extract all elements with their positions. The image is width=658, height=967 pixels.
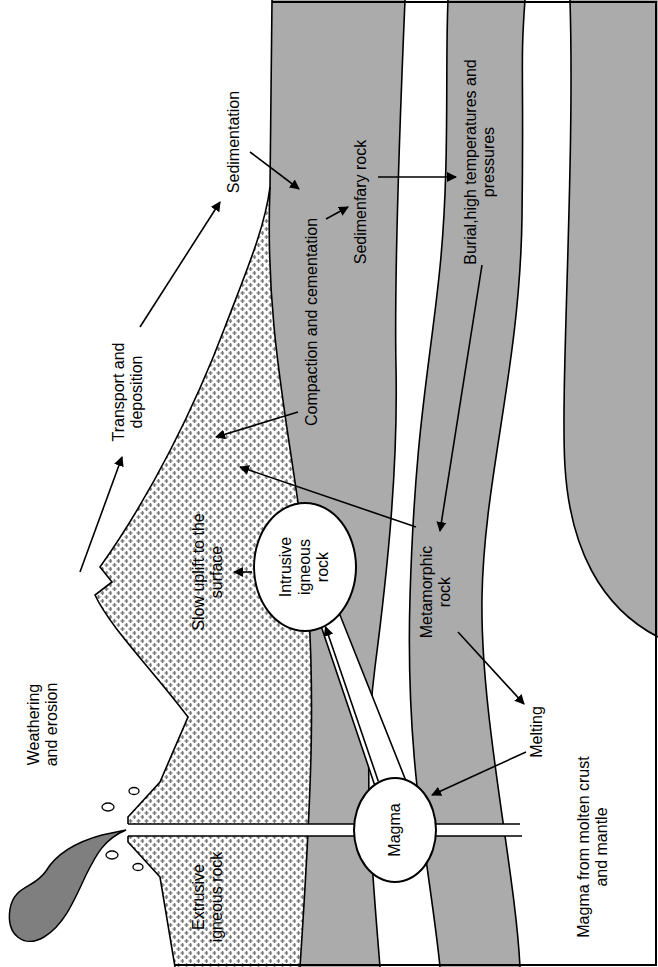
node-text: Magma bbox=[386, 795, 404, 865]
process-label: Weathering and erosion bbox=[25, 672, 62, 777]
rock-band bbox=[482, 0, 658, 967]
magma-chamber: Magma bbox=[353, 777, 437, 883]
process-label: Metamorphic rock bbox=[418, 537, 455, 647]
process-label: Burial,high temperatures and pressures bbox=[462, 57, 499, 267]
process-label: Transport and deposition bbox=[110, 332, 147, 452]
volcanic-conduit bbox=[127, 824, 525, 836]
process-label: Magma from molten crust and mantle bbox=[575, 747, 612, 947]
frame bbox=[175, 2, 656, 965]
rock-band bbox=[564, 0, 658, 637]
process-label: Sedimenfary rock bbox=[352, 127, 370, 277]
process-label: Compaction and cementation bbox=[303, 197, 321, 447]
node-text: Intrusive igneous rock bbox=[277, 527, 332, 607]
process-label: Extrusive igneous rock bbox=[190, 842, 227, 952]
ash-plume bbox=[9, 830, 126, 941]
volcanic-conduit bbox=[128, 824, 522, 836]
intrusion-body: Intrusive igneous rock bbox=[253, 502, 357, 632]
process-label: Slow uplift to the surface bbox=[190, 507, 227, 637]
flow-arrow bbox=[326, 627, 379, 782]
process-label: Melting bbox=[528, 697, 546, 767]
process-arrows bbox=[80, 152, 526, 795]
rock-band bbox=[409, 0, 658, 967]
layer-lines bbox=[95, 0, 658, 967]
intrusion-feeder bbox=[318, 615, 410, 795]
ground bbox=[95, 0, 658, 967]
lava-drops bbox=[102, 788, 143, 871]
process-label: Sedimentation bbox=[225, 87, 243, 197]
